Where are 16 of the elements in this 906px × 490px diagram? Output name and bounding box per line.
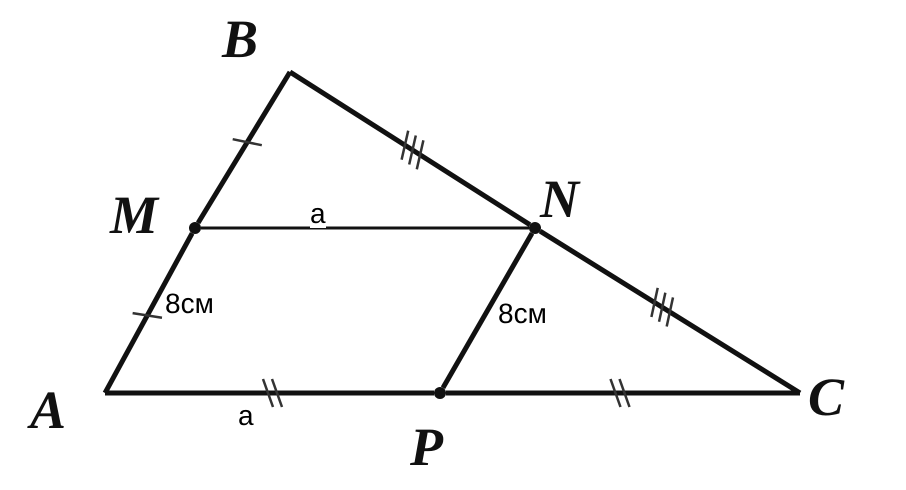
line-segment <box>446 390 800 396</box>
line-segment <box>105 390 434 396</box>
point-label: M <box>110 188 158 242</box>
point-label: N <box>540 172 579 226</box>
line-segment <box>102 232 194 394</box>
point-label: B <box>222 12 258 66</box>
line-segment <box>538 229 802 396</box>
line-segment <box>288 70 532 227</box>
point-dot <box>434 387 446 399</box>
line-segment <box>196 70 292 224</box>
point-dot <box>189 222 201 234</box>
point-dot <box>529 222 541 234</box>
line-segment <box>201 226 529 230</box>
point-label: C <box>808 370 844 424</box>
point-label: P <box>410 420 443 474</box>
line-segment <box>440 232 534 390</box>
